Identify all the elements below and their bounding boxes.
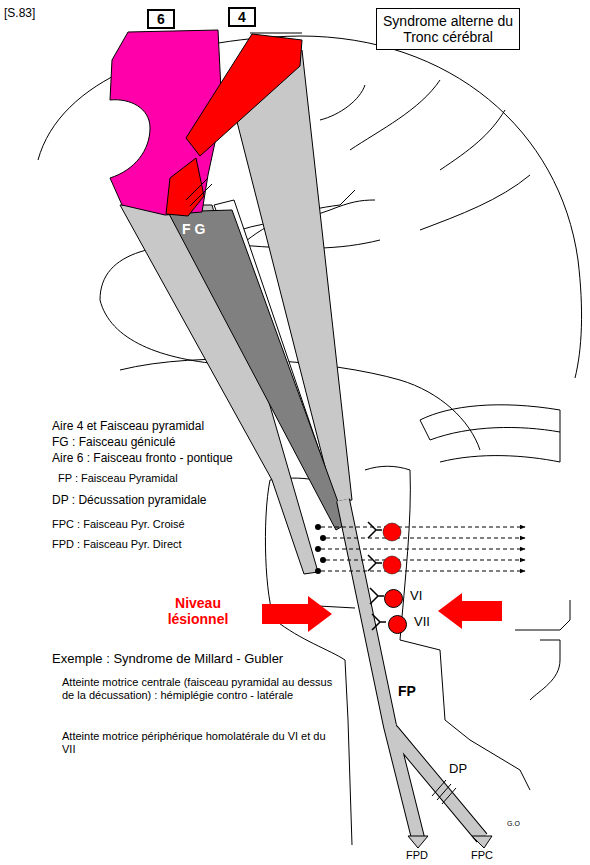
sulcus bbox=[320, 85, 365, 120]
definition: FPD : Faisceau Pyr. Direct bbox=[52, 538, 182, 551]
definition: FP : Faisceau Pyramidal bbox=[58, 472, 178, 485]
slide-number: [S.83] bbox=[4, 7, 35, 21]
brainstem-outline bbox=[515, 600, 570, 700]
tract-label: F G bbox=[182, 221, 205, 237]
nucleus-label: VI bbox=[410, 589, 422, 604]
motor-nucleus bbox=[383, 556, 401, 574]
sulcus bbox=[420, 175, 530, 230]
dashed-efferent bbox=[321, 527, 525, 571]
nucleus-label: VII bbox=[414, 615, 430, 630]
fpd-arrowhead bbox=[408, 836, 428, 848]
lesion-level-label: Niveau lésionnel bbox=[148, 595, 248, 627]
definition: FG : Faisceau géniculé bbox=[52, 436, 175, 450]
tract-label: DP bbox=[449, 762, 467, 777]
sulcus bbox=[350, 80, 440, 150]
example-heading: Exemple : Syndrome de Millard - Gubler bbox=[52, 652, 283, 667]
definition: FPC : Faisceau Pyr. Croisé bbox=[52, 518, 185, 531]
synapse bbox=[368, 522, 386, 630]
sulcus bbox=[440, 110, 505, 170]
area-4-edge bbox=[250, 33, 302, 34]
motor-nucleus bbox=[383, 523, 401, 541]
fpc-arrowhead bbox=[472, 836, 492, 848]
definition: DP : Décussation pyramidale bbox=[52, 494, 207, 508]
clinical-note: Atteinte motrice périphérique homolatéra… bbox=[62, 730, 334, 755]
definition: Aire 6 : Faisceau fronto - pontique bbox=[52, 452, 233, 466]
nucleus-circle bbox=[384, 589, 403, 608]
clinical-note: Atteinte motrice centrale (faisceau pyra… bbox=[62, 676, 334, 701]
area-number-box: 6 bbox=[147, 9, 175, 29]
signature: G.O bbox=[507, 820, 520, 828]
inner-contour bbox=[365, 466, 410, 470]
lesion-arrow bbox=[262, 596, 332, 632]
box-text: Syndrome alterne du Tronc cérébral bbox=[380, 13, 516, 45]
nerve-nucleus: VI bbox=[384, 589, 444, 607]
cerebellum bbox=[420, 405, 560, 462]
box-text: 6 bbox=[149, 11, 173, 27]
pyramidal-trunk bbox=[343, 500, 482, 838]
nucleus-circle bbox=[388, 615, 407, 634]
geniculate-tract bbox=[168, 210, 346, 530]
area-4 bbox=[186, 34, 302, 156]
tract-label: FPC bbox=[471, 849, 493, 862]
title-box: Syndrome alterne du Tronc cérébral bbox=[376, 8, 520, 50]
lesion-arrow bbox=[438, 593, 502, 629]
box-text: 4 bbox=[230, 9, 254, 25]
tract-label: FPD bbox=[406, 849, 428, 862]
definition: Aire 4 et Faisceau pyramidal bbox=[52, 420, 204, 434]
tract-label: FP bbox=[398, 683, 416, 699]
brainstem-outline bbox=[400, 470, 530, 790]
area-number-box: 4 bbox=[228, 7, 256, 27]
fg-origin-mark bbox=[186, 178, 212, 206]
nerve-nucleus: VII bbox=[388, 615, 448, 633]
pyramidal-trunk-outline bbox=[343, 500, 482, 838]
decussation-hatch bbox=[432, 780, 456, 804]
